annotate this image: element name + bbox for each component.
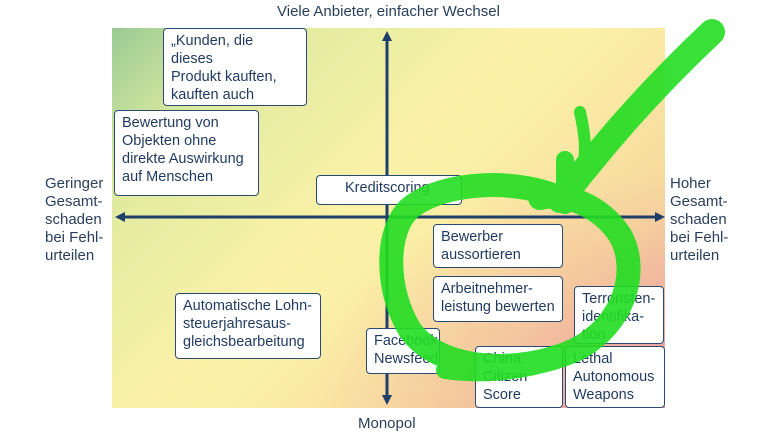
axis-title-right: Hoher Gesamt- schaden bei Fehl- urteilen bbox=[670, 175, 729, 264]
highlight-loop bbox=[379, 173, 641, 378]
axis-title-bottom: Monopol bbox=[358, 415, 416, 432]
box-kunden: „Kunden, die dieses Produkt kauften, kau… bbox=[163, 28, 307, 106]
box-bewertung: Bewertung von Objekten ohne direkte Ausw… bbox=[114, 110, 259, 196]
highlight-stroke-bottom bbox=[436, 351, 564, 382]
box-kreditscoring: Kreditscoring bbox=[316, 175, 462, 205]
highlight-stroke-left-tick bbox=[574, 106, 591, 186]
box-bewerber: Bewerber aussortieren bbox=[433, 224, 563, 268]
axis-title-left: Geringer Gesamt- schaden bei Fehl- urtei… bbox=[45, 175, 104, 264]
box-lohnsteuer: Automatische Lohn- steuerjahresaus- glei… bbox=[175, 293, 321, 359]
axis-title-top: Viele Anbieter, einfacher Wechsel bbox=[277, 3, 500, 20]
box-arbeitnehmer: Arbeitnehmer- leistung bewerten bbox=[433, 276, 563, 322]
